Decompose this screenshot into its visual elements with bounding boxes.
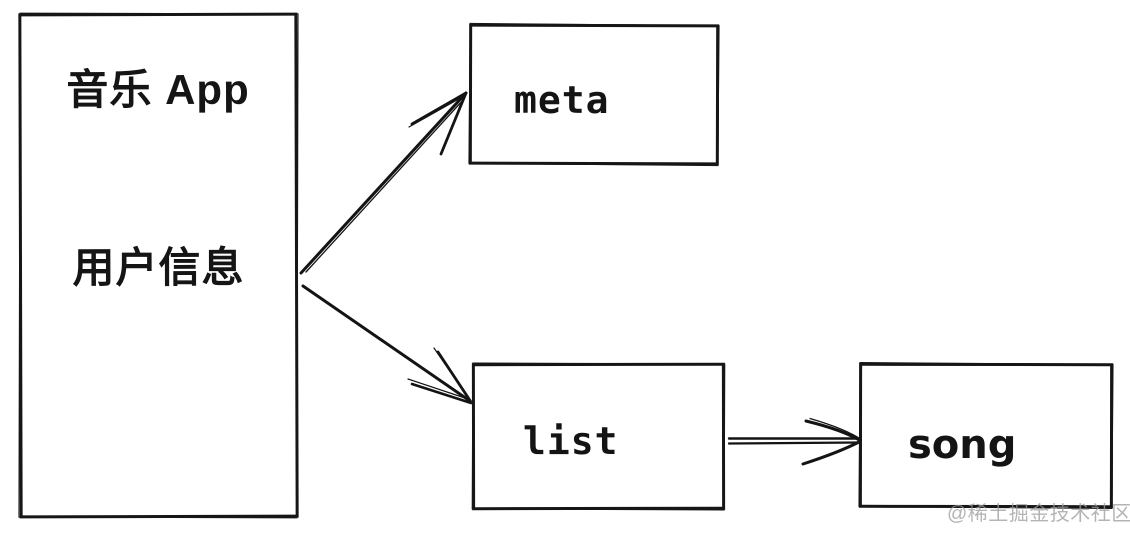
node-meta: meta [468,23,720,166]
arrow-app-to-meta [299,91,468,275]
watermark-text: @稀土掘金技术社区 [947,503,1130,525]
node-music-app: 音乐 App 用户信息 [18,12,299,519]
music-app-title: 音乐 App [66,65,250,114]
node-song: song [858,362,1114,509]
meta-node-label: meta [513,77,610,122]
user-info-label: 用户信息 [72,243,245,292]
list-node-label: list [522,418,619,463]
node-list: list [471,362,726,511]
arrow-list-to-song [727,417,863,466]
song-node-label: song [907,421,1017,468]
arrow-app-to-list [301,284,473,405]
